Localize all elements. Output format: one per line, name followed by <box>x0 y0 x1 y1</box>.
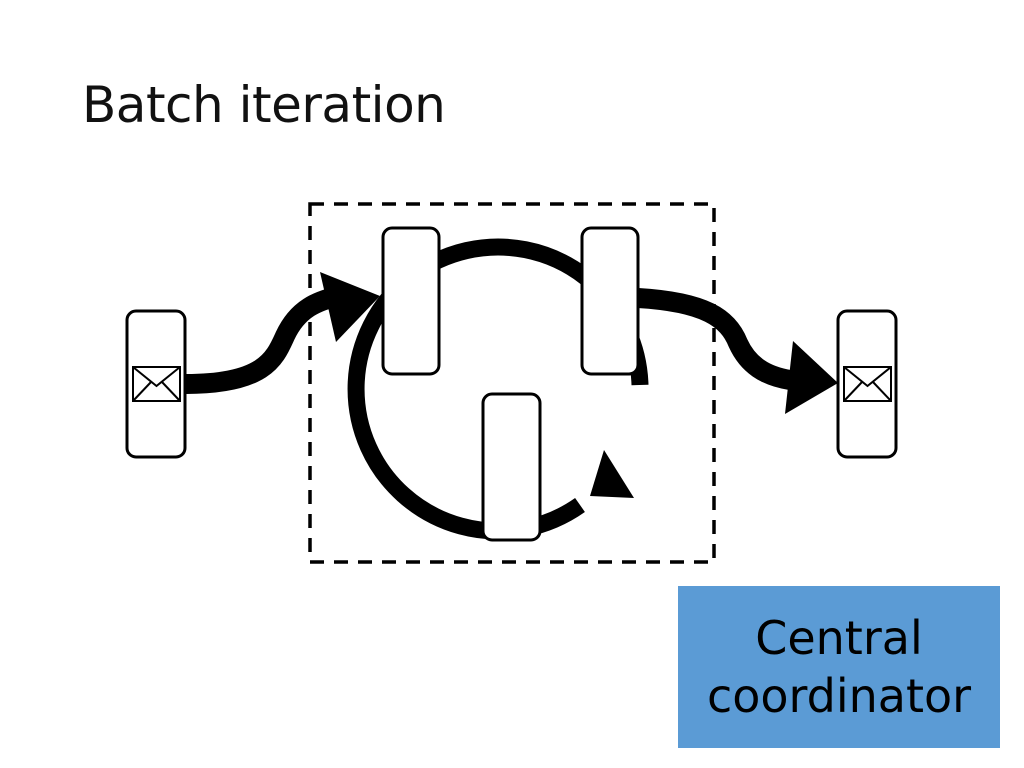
batch-boundary <box>308 202 716 564</box>
input-message-icon <box>132 366 181 402</box>
task-box-top-left <box>381 226 441 376</box>
task-box-top-right <box>580 226 640 376</box>
output-flow-arrow <box>637 288 792 390</box>
output-flow-arrowhead <box>785 341 838 414</box>
output-message-icon <box>843 366 892 402</box>
iteration-loop-arrowhead <box>590 450 634 498</box>
output-message-queue <box>836 309 898 459</box>
slide-title: Batch iteration <box>82 76 446 134</box>
task-box-bottom <box>481 392 542 542</box>
input-flow-arrowhead <box>320 272 380 342</box>
input-flow-arrow <box>185 286 341 394</box>
central-coordinator-box: Central coordinator <box>678 586 1000 748</box>
central-coordinator-label: Central coordinator <box>706 611 972 723</box>
input-message-queue <box>125 309 187 459</box>
